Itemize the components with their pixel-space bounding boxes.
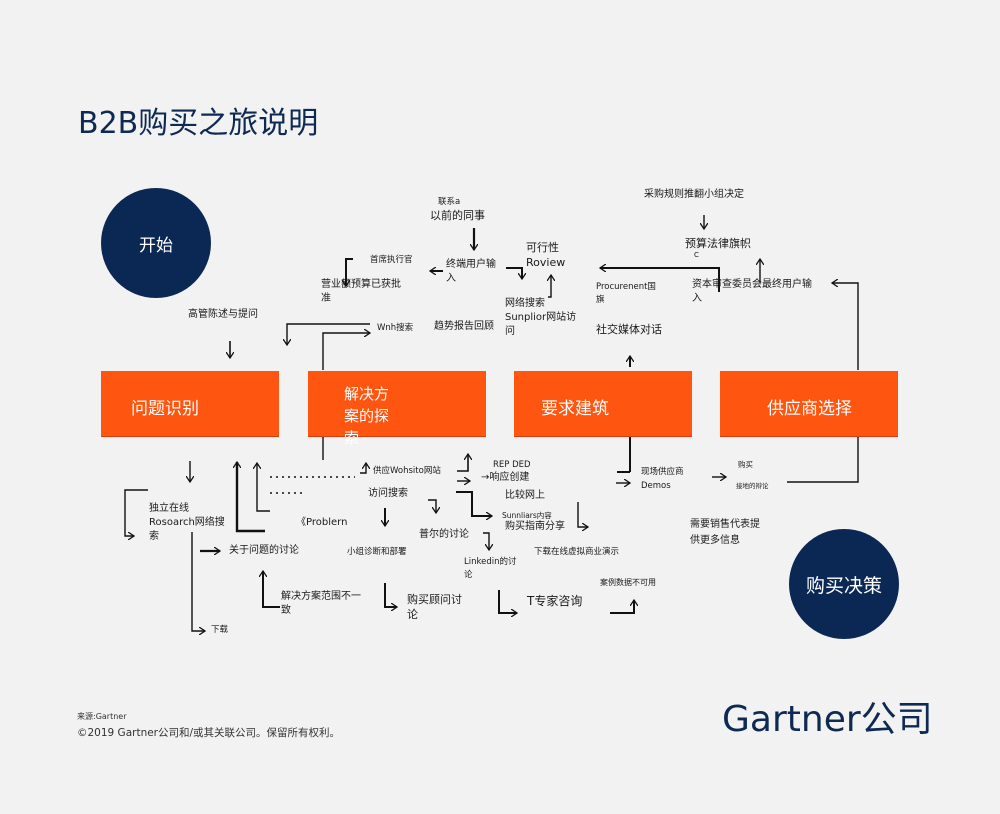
label-procurement-flag: Procurenent国旗 — [596, 282, 656, 305]
arrow-consultant — [384, 583, 397, 607]
arrow-expert — [498, 590, 517, 613]
label-capital-committee: 资本审查委员会最终用户输入 — [692, 279, 812, 304]
label-contact-prefix: 联系a — [438, 197, 461, 207]
page-title: B2B购买之旅说明 — [78, 106, 319, 141]
arrow-peer — [428, 499, 436, 513]
label-grounded-debate: 接地的辩论 — [736, 482, 769, 490]
label-case-data: 案例数据不可用 — [600, 578, 656, 587]
label-onsite-demos: 现场供应商 — [641, 467, 684, 477]
label-download: 下载 — [211, 625, 229, 635]
arrow-wnh-left — [287, 323, 370, 345]
brand-logo: Gartner公司 — [722, 699, 933, 740]
label-trend-report: 趋势报告回顾 — [434, 321, 494, 332]
stage-solution-exploration: 解决方案的探索 — [308, 371, 486, 447]
label-need-sales-rep: 需要销售代表提供更多信息 — [690, 519, 760, 546]
label-visit-search: 访问搜索 — [368, 488, 408, 499]
arrow-supplier-content — [456, 491, 492, 516]
arrow-download — [191, 532, 205, 631]
stage-supplier-selection: 供应商选择 — [720, 371, 898, 437]
arrow-ceo-budget — [346, 258, 353, 286]
label-peer-discussion: 普尔的讨论 — [419, 529, 469, 540]
label-budget-approved: 营业额预算已获批准 — [321, 279, 401, 304]
label-download-demo: 下载在线虚拟商业演示 — [534, 547, 620, 557]
arrow-up-thin — [257, 463, 270, 512]
label-exec-statement: 高管陈述与提问 — [188, 309, 258, 320]
label-linkedin: Linkedin的讨论 — [464, 557, 517, 580]
label-independent-research: 独立在线Rosoarch网络搜索 — [149, 503, 225, 542]
stage-label: 要求建筑 — [541, 399, 609, 419]
end-label: 购买决策 — [805, 574, 882, 597]
label-problem-discussion: 关于问题的讨论 — [229, 545, 299, 556]
arrow-solution-wnh — [322, 333, 370, 370]
arrow-supplier-site-up — [360, 463, 366, 474]
arrow-to-review — [548, 275, 551, 298]
label-feasibility: 可行性 — [526, 241, 559, 254]
label-buy-consultant: 购买顾问讨论 — [407, 593, 462, 621]
arrow-supplier-up — [832, 283, 859, 370]
label-social-media: 社交媒体对话 — [596, 323, 662, 336]
label-budget-legal: 预算法律旗帜 — [685, 237, 751, 250]
label-budget-legal-sub: C — [694, 251, 699, 259]
arrow-up-thick — [237, 462, 265, 533]
label-previous-colleague: 以前的同事 — [430, 209, 485, 222]
label-solution-scope: 解决方案范围不一致 — [281, 591, 361, 616]
label-rep-ded: REP DED — [493, 460, 531, 470]
end-node: 购买决策 — [789, 529, 899, 639]
label-buying-guide: 购买指南分享 — [505, 521, 565, 532]
label-supplier-content: Sunnliars内容 — [502, 511, 552, 520]
stage-problem-identification: 问题识别 — [101, 371, 279, 437]
arrow-rep-up — [457, 454, 468, 472]
arrow-scope-up — [263, 571, 280, 608]
stage-label: 解决方案的探索 — [344, 385, 390, 447]
line-supplier-down — [787, 437, 859, 483]
label-web-search: 网络搜索 — [505, 298, 545, 309]
label-buy: 购买 — [738, 460, 753, 469]
stage-label: 问题识别 — [131, 399, 199, 419]
label-procurement-overturn: 采购规则推翻小组决定 — [644, 189, 744, 200]
label-supplier-site-visit: Sunplior网站访问 — [505, 312, 577, 337]
label-wnh-search: Wnh搜索 — [377, 323, 414, 333]
footer-copyright: ©2019 Gartner公司和/或其关联公司。保留所有权利。 — [77, 727, 341, 739]
arrow-to-websearch — [506, 267, 522, 279]
label-problem-quote: 《Problern — [296, 517, 348, 528]
start-node: 开始 — [101, 188, 211, 298]
footer-source: 来源:Gartner — [77, 712, 127, 721]
label-compare-online: 比较网上 — [505, 490, 545, 501]
label-team-diagnosis: 小组诊断和部署 — [347, 547, 407, 557]
arrow-case-data-up — [610, 600, 634, 614]
stage-requirements-building: 要求建筑 — [514, 371, 692, 437]
stage-label: 供应商选择 — [767, 399, 852, 419]
arrow-linkedin — [483, 532, 489, 550]
label-response-create: →响应创建 — [481, 472, 530, 483]
start-label: 开始 — [139, 235, 173, 256]
label-expert-consult: T专家咨询 — [527, 594, 583, 608]
label-review: Roview — [526, 256, 566, 269]
arrow-buying-guide — [577, 502, 588, 527]
label-supplier-website: 供应Wohsito网站 — [373, 466, 441, 476]
label-demos: Demos — [641, 481, 671, 491]
arrow-research-loop — [124, 489, 148, 536]
label-end-user-input: 终端用户输入 — [446, 259, 496, 284]
label-ceo: 首席执行官 — [370, 255, 413, 265]
